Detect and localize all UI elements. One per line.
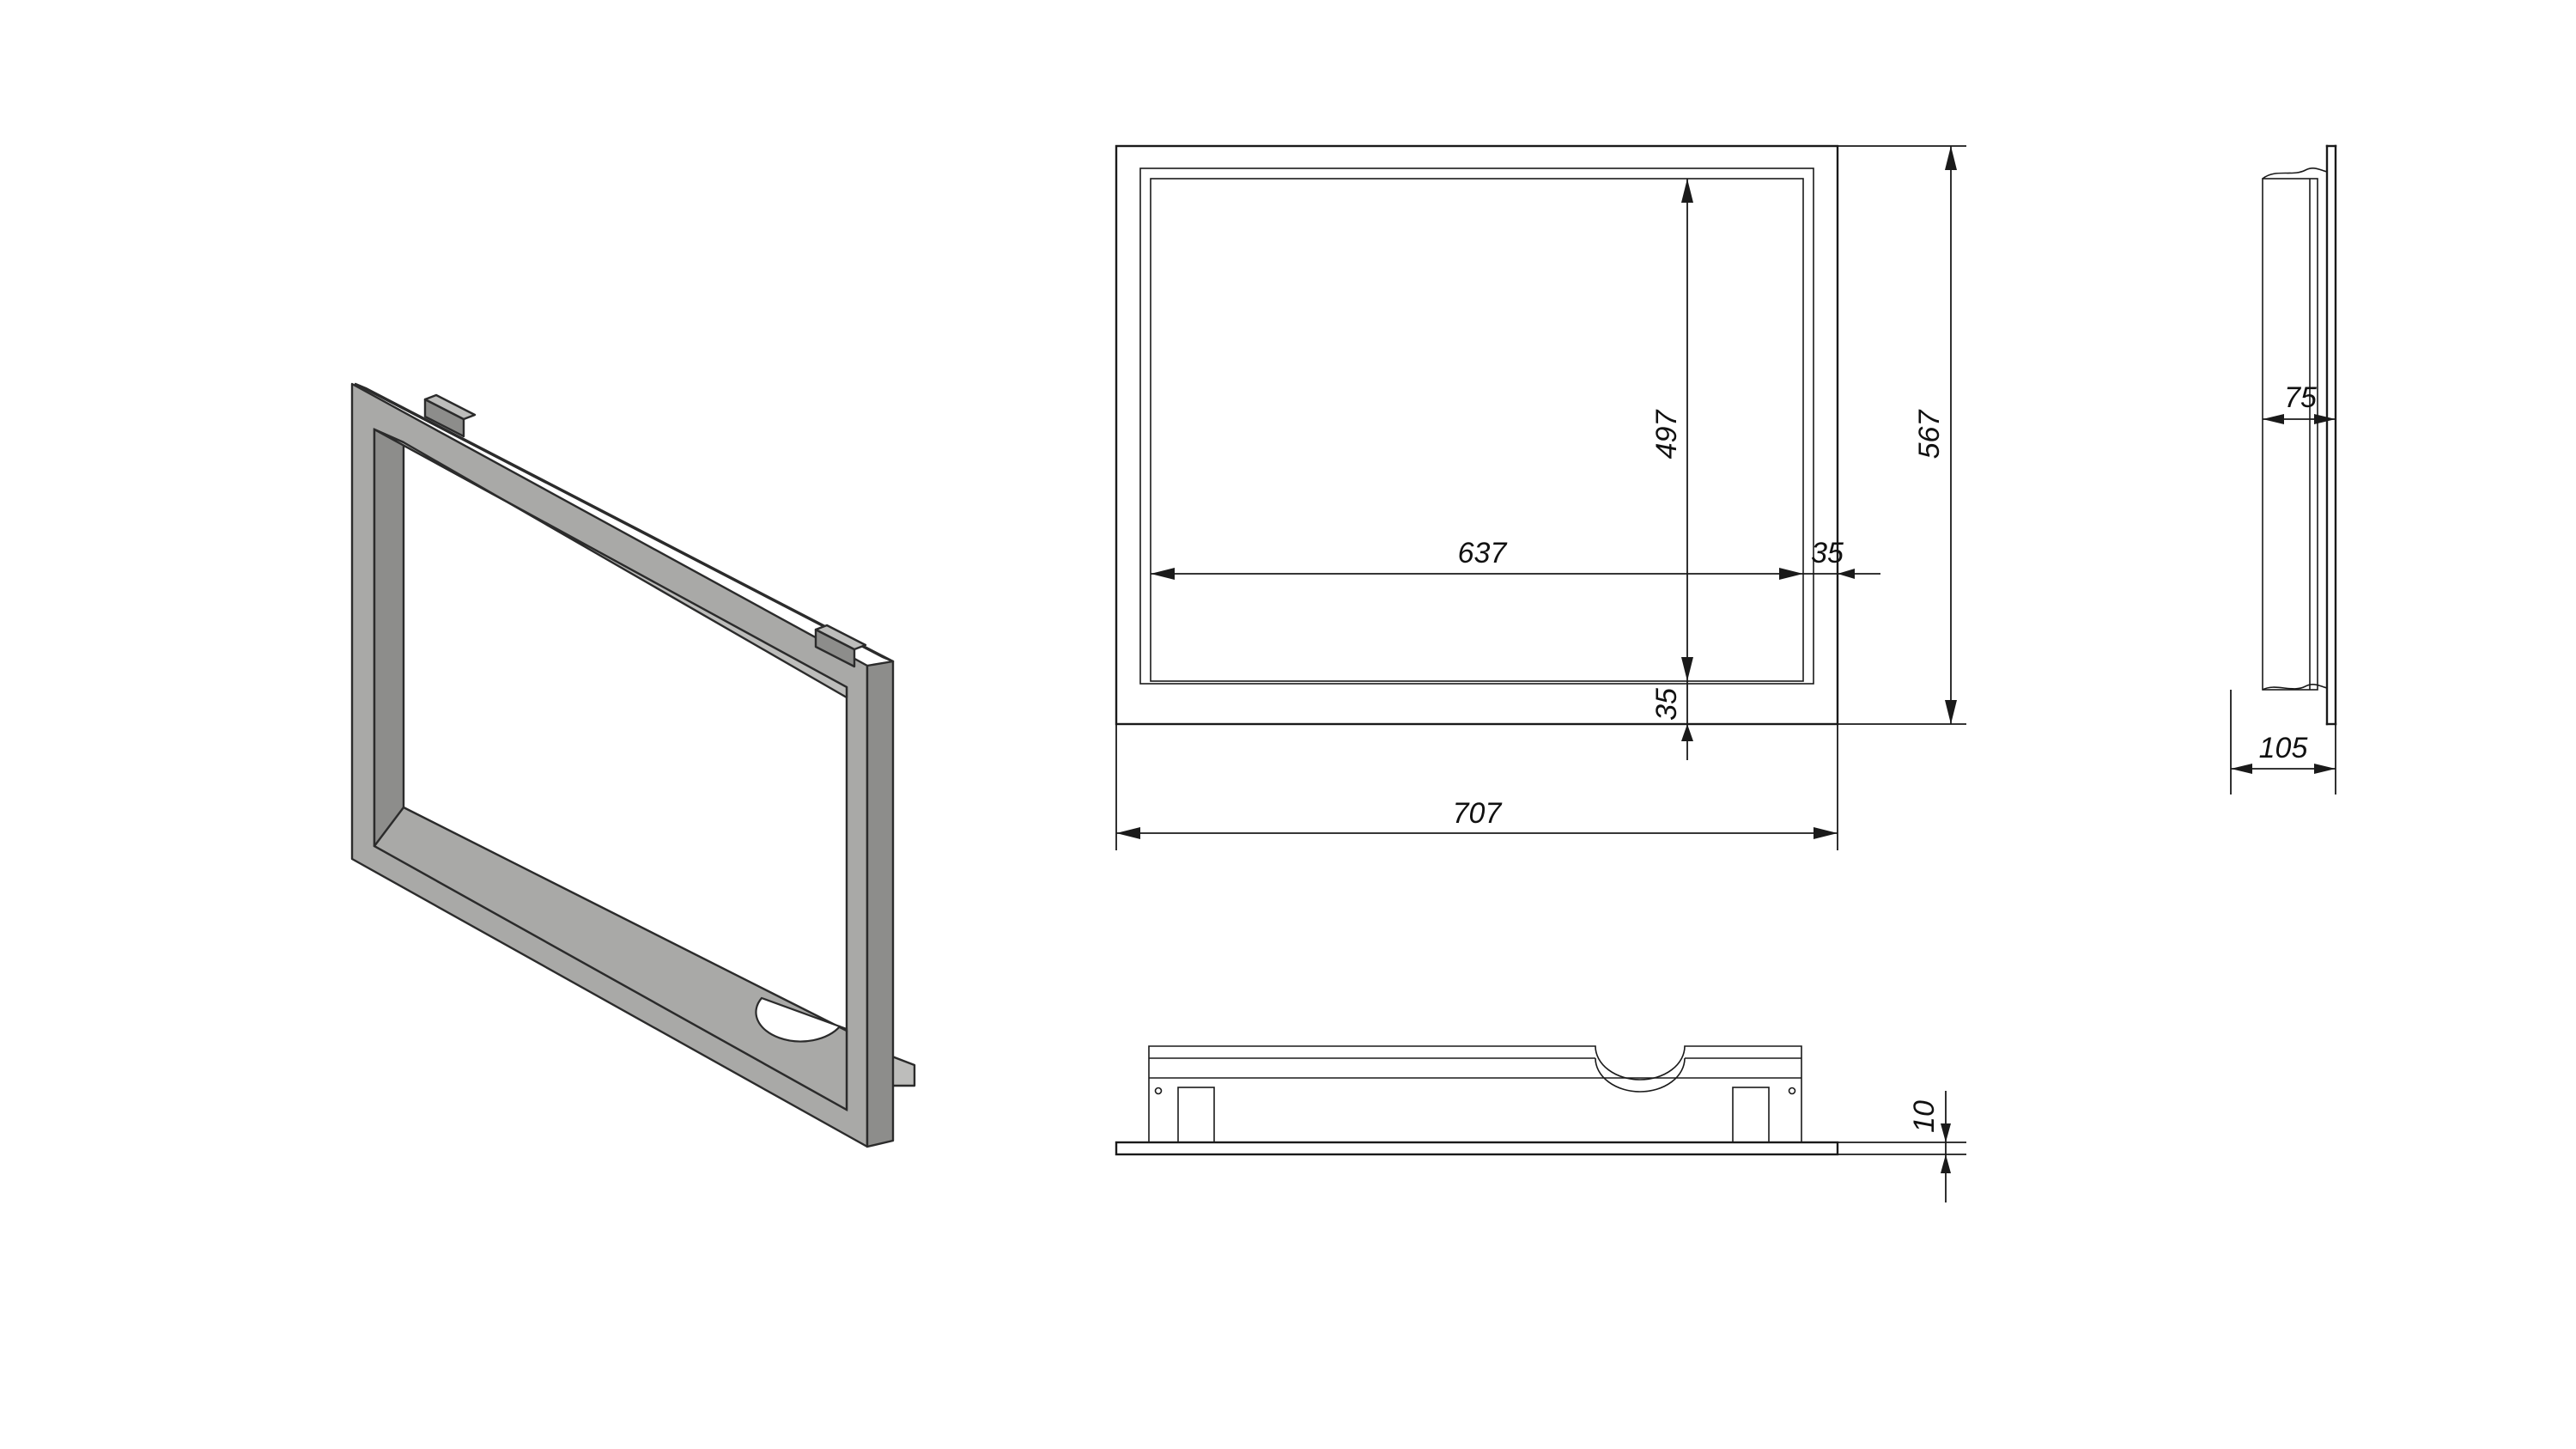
bottom-hole-left (1154, 1087, 1163, 1095)
dim-inner-height-label: 497 (1650, 410, 1683, 460)
bottom-foot-left (1177, 1087, 1215, 1143)
dim-outer-width-arrow-left (1116, 827, 1140, 839)
iso-clip-right-top (814, 624, 867, 651)
dim-plate-thickness-arrow-bottom (1941, 1154, 1951, 1173)
side-body-rect (2262, 178, 2318, 691)
front-view: 707 567 637 35 497 35 (1115, 144, 1966, 850)
front-outer-rect (1115, 144, 1839, 726)
dim-inner-depth-arrow-left (2263, 414, 2284, 424)
dim-outer-height-arrow-top (1945, 146, 1957, 170)
bottom-body (1148, 1045, 1802, 1143)
front-inner-rect-a (1139, 167, 1814, 685)
dim-plate-thickness-arrow-top (1941, 1123, 1951, 1142)
iso-right-side (866, 660, 895, 1148)
dim-total-depth: 105 (2230, 690, 2336, 795)
dim-total-depth-arrow-left (2231, 764, 2252, 774)
dim-total-depth-label: 105 (2259, 732, 2308, 764)
dim-outer-height-arrow-bottom (1945, 700, 1957, 724)
dim-inner-depth-arrow-right (2314, 414, 2336, 424)
dim-inner-depth-label: 75 (2284, 381, 2317, 414)
dim-inner-width-arrow-left (1151, 568, 1175, 580)
dim-outer-height: 567 (1913, 146, 1957, 724)
bottom-cutout-inner (1595, 1057, 1686, 1093)
dim-plate-thickness: 10 (1838, 1091, 1966, 1202)
bottom-foot-right (1732, 1087, 1770, 1143)
isometric-view (350, 382, 916, 1148)
iso-clip-left-top (423, 393, 477, 421)
dim-outer-height-label: 567 (1913, 410, 1946, 460)
dim-outer-width-label: 707 (1453, 797, 1503, 830)
dim-inner-width-arrow-right (1779, 568, 1803, 580)
dim-bottom-border-arrow (1681, 724, 1693, 741)
dim-total-depth-arrow-right (2314, 764, 2336, 774)
iso-inner-left-wall (373, 428, 405, 848)
dim-inner-width: 637 35 (1151, 537, 1880, 580)
dim-outer-width: 707 (1116, 797, 1838, 839)
dim-side-border-arrow (1838, 569, 1855, 579)
dim-inner-width-label: 637 (1458, 537, 1508, 569)
front-inner-rect-b (1150, 178, 1804, 682)
dim-side-border-label: 35 (1811, 537, 1844, 569)
dim-inner-height: 497 35 (1650, 179, 1693, 760)
dim-inner-depth: 75 (2263, 381, 2336, 424)
side-break-top (2262, 167, 2328, 180)
dim-bottom-border-label: 35 (1650, 688, 1683, 721)
dim-plate-thickness-label: 10 (1908, 1100, 1941, 1133)
bottom-hole-right (1788, 1087, 1796, 1095)
iso-floor-cutout (755, 996, 848, 1043)
dim-outer-width-arrow-right (1814, 827, 1838, 839)
bottom-view: 10 (1115, 1045, 1966, 1202)
bottom-plate (1115, 1141, 1839, 1156)
dim-inner-height-arrow-bottom (1681, 657, 1693, 681)
side-view: 75 105 (2230, 144, 2337, 795)
iso-top-clips (423, 393, 867, 668)
side-break-bottom (2262, 684, 2328, 691)
dim-inner-height-arrow-top (1681, 179, 1693, 203)
